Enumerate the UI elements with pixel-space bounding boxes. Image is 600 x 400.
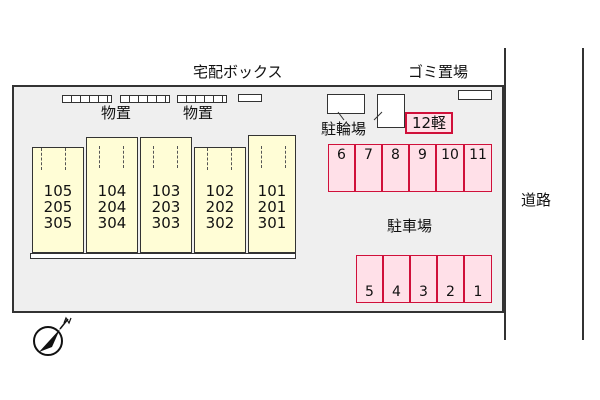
unit-number: 205 <box>43 198 73 216</box>
dashed-line <box>261 146 262 168</box>
parking-space: 3 <box>410 255 437 303</box>
unit-column-105: 105 205 305 <box>30 183 86 231</box>
unit-number: 302 <box>205 214 235 232</box>
parking-space: 4 <box>383 255 410 303</box>
bicycle-pointer-lines <box>337 111 383 121</box>
bicycle-parking-label: 駐輪場 <box>321 120 367 138</box>
parking-space: 10 <box>436 144 464 192</box>
storage-shed-2 <box>120 95 170 103</box>
unit-number: 304 <box>97 214 127 232</box>
dashed-line <box>231 148 232 170</box>
unit-block-104 <box>86 137 138 253</box>
dashed-line <box>153 146 154 168</box>
dashed-line <box>99 146 100 168</box>
unit-block-103 <box>140 137 192 253</box>
dashed-line <box>65 148 66 170</box>
garbage-box <box>458 90 492 100</box>
unit-column-102: 102 202 302 <box>192 183 248 231</box>
parking-row-top: 6 7 8 9 10 11 <box>328 144 492 192</box>
parking-space: 1 <box>464 255 492 303</box>
delivery-box <box>238 94 262 102</box>
unit-number: 103 <box>151 182 181 200</box>
delivery-box-label: 宅配ボックス <box>193 63 283 81</box>
unit-number: 101 <box>257 182 287 200</box>
unit-number: 204 <box>97 198 127 216</box>
unit-number: 104 <box>97 182 127 200</box>
road-edge-left <box>504 48 506 340</box>
dashed-line <box>285 146 286 168</box>
bicycle-rack-1 <box>327 94 365 114</box>
parking-space: 6 <box>328 144 355 192</box>
north-arrow-icon <box>33 316 72 356</box>
road-edge-right <box>582 48 584 340</box>
unit-column-104: 104 204 304 <box>84 183 140 231</box>
bicycle-rack-2 <box>377 94 405 128</box>
unit-number: 102 <box>205 182 235 200</box>
storage-shed-3 <box>177 95 227 103</box>
dashed-line <box>41 148 42 170</box>
unit-number: 305 <box>43 214 73 232</box>
storage-label-1: 物置 <box>101 104 132 122</box>
storage-shed-1 <box>62 95 112 103</box>
garbage-area-label: ゴミ置場 <box>408 63 469 81</box>
light-car-space: 12軽 <box>405 112 453 134</box>
unit-column-101: 101 201 301 <box>244 183 300 231</box>
apartment-building: 105 205 305 104 204 304 103 203 303 102 … <box>30 135 296 259</box>
unit-number: 202 <box>205 198 235 216</box>
unit-number: 201 <box>257 198 287 216</box>
unit-number: 105 <box>43 182 73 200</box>
unit-number: 203 <box>151 198 181 216</box>
parking-space: 2 <box>437 255 464 303</box>
unit-block-101 <box>248 135 296 253</box>
parking-row-bottom: 5 4 3 2 1 <box>356 255 492 303</box>
parking-space: 8 <box>382 144 409 192</box>
unit-block-105 <box>32 147 84 253</box>
unit-number: 301 <box>257 214 287 232</box>
dashed-line <box>123 146 124 168</box>
unit-number: 303 <box>151 214 181 232</box>
unit-column-103: 103 203 303 <box>138 183 194 231</box>
parking-lot-label: 駐車場 <box>387 217 433 235</box>
building-base <box>30 253 296 259</box>
unit-block-102 <box>194 147 246 253</box>
road-label: 道路 <box>521 191 552 209</box>
storage-label-2: 物置 <box>183 104 214 122</box>
parking-space: 9 <box>409 144 436 192</box>
dashed-line <box>207 148 208 170</box>
dashed-line <box>177 146 178 168</box>
parking-space: 5 <box>356 255 383 303</box>
parking-space: 11 <box>464 144 492 192</box>
parking-space: 7 <box>355 144 382 192</box>
